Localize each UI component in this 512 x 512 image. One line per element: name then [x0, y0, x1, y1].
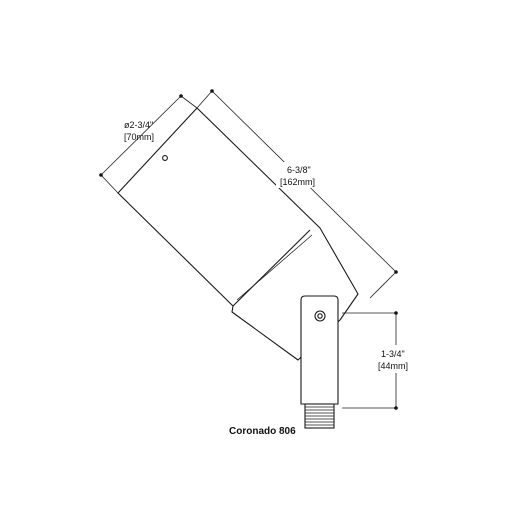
dimension-stem-height [342, 311, 398, 410]
stem-knuckle [300, 295, 339, 405]
housing-seam [232, 229, 311, 307]
dimension-length [196, 89, 398, 299]
pivot-bolt-inner [317, 313, 323, 319]
diameter-metric-label: [70mm] [124, 132, 154, 142]
fixture-stem [300, 295, 339, 429]
housing-hole [162, 155, 168, 161]
length-label-mask [276, 162, 324, 188]
fixture-housing [117, 107, 359, 361]
length-imperial-label: 6-3/8" [287, 165, 311, 175]
stem-height-imperial-label: 1-3/4" [381, 349, 405, 359]
housing-seam-inner [236, 234, 313, 301]
diameter-imperial-label: ø2-3/4" [124, 120, 153, 130]
product-name: Coronado 806 [229, 426, 296, 437]
dimension-diameter [99, 94, 198, 194]
thread-lines [305, 406, 334, 426]
stem-height-metric-label: [44mm] [378, 361, 408, 371]
housing-outline [117, 107, 359, 361]
length-metric-label: [162mm] [280, 177, 315, 187]
